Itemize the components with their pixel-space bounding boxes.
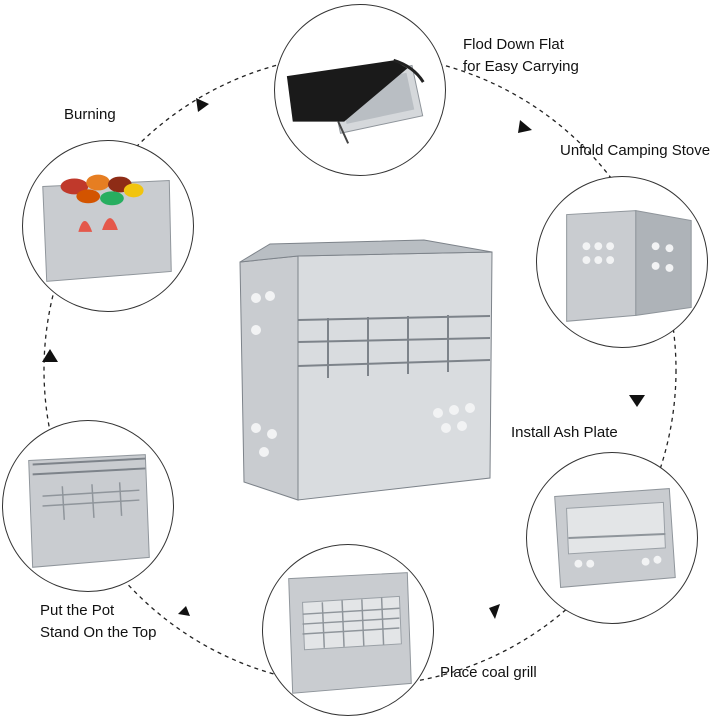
unfolded-panels-image [566,210,692,322]
step-circle-pot [2,420,174,592]
arrow-icon [178,606,190,616]
coal-grill-stove-image [288,572,412,694]
arrow-icon [196,98,209,112]
assembled-stove-image [239,239,493,501]
step-circle-unfold [536,176,708,348]
pot-stand-stove-image [28,454,150,568]
arrow-icon [42,349,58,362]
step-label-burn: Burning [64,106,116,123]
burning-food-stove-image [42,174,172,282]
arrow-icon [489,604,500,619]
step-label-coal: Place coal grill [440,664,537,681]
step-label-unfold: Unfold Camping Stove [560,142,711,159]
folded-stove-bag-image [286,58,425,144]
step-circle-ash [526,452,698,624]
step-circle-coal [262,544,434,716]
step-circle-fold [274,4,446,176]
arrow-icon [629,395,645,407]
step-circle-burn [22,140,194,312]
arrow-icon [518,120,532,133]
step-label-fold: Flod Down Flat for Easy Carrying [463,36,579,75]
step-label-ash: Install Ash Plate [511,424,618,441]
ash-plate-stove-image [554,488,676,588]
step-label-pot: Put the Pot Stand On the Top [40,602,157,641]
